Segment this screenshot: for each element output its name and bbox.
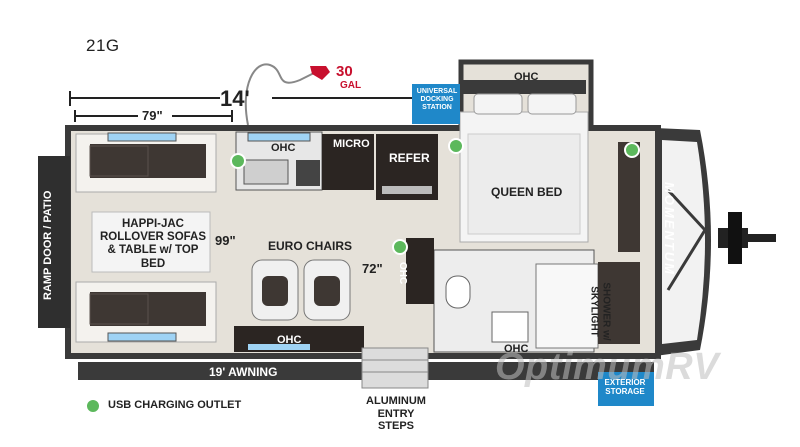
stove — [296, 160, 320, 186]
euro-chairs — [251, 259, 351, 321]
gas-unit: GAL — [340, 80, 362, 91]
usb-legend-icon — [85, 398, 101, 414]
usb-outlets — [230, 138, 640, 255]
gas-amount: 30 — [336, 63, 353, 80]
ohc-vertical-label: OHC — [397, 262, 408, 285]
awning-label: 19' AWNING — [209, 365, 278, 379]
bath-sink — [491, 311, 529, 343]
awning-bar — [78, 362, 420, 380]
gas-hose — [244, 63, 317, 126]
ohc-bottom-label: OHC — [277, 334, 302, 346]
refer-label: REFER — [389, 151, 430, 165]
ramp-door-label: RAMP DOOR / PATIO — [42, 190, 54, 300]
interior-width: 99" — [215, 233, 236, 248]
sofa-table — [91, 211, 211, 273]
watermark-logo: OptimumRV — [495, 346, 720, 388]
shower-label: SHOWER w/ SKYLIGHT — [589, 282, 612, 341]
exterior-storage-tag — [598, 372, 654, 406]
docking-station-tag — [412, 84, 460, 124]
microwave — [322, 134, 374, 190]
queen-bed-label: QUEEN BED — [491, 185, 563, 199]
front-cabinet — [618, 142, 640, 252]
overall-length: 14' — [220, 86, 250, 111]
usb-legend-label: USB CHARGING OUTLET — [108, 399, 242, 411]
sink — [243, 159, 289, 185]
doorway-width: 72" — [362, 261, 383, 276]
gas-nozzle-icon — [310, 66, 330, 80]
ohc-kitchen-label: OHC — [271, 142, 296, 154]
ohc-bath-label: OHC — [504, 343, 529, 355]
toilet — [445, 275, 471, 309]
entry-steps — [361, 347, 429, 389]
model-number: 21G — [86, 36, 120, 55]
sofa-label: HAPPI-JAC ROLLOVER SOFAS & TABLE w/ TOP … — [99, 218, 207, 270]
ohc-bed-label: OHC — [514, 71, 539, 83]
center-cabinet — [406, 238, 434, 304]
entry-steps-label: ALUMINUM ENTRY STEPS — [366, 395, 426, 433]
docking-station-label: UNIVERSAL DOCKING STATION — [416, 88, 458, 112]
ramp-door — [38, 156, 70, 328]
front-width: 79" — [142, 108, 163, 123]
awning-bar-right — [424, 362, 654, 380]
side-brand-logo: MOMENTUM — [662, 182, 677, 276]
micro-label: MICRO — [333, 138, 370, 150]
exterior-storage-label: EXTERIOR STORAGE — [604, 378, 646, 397]
euro-chairs-label: EURO CHAIRS — [268, 239, 353, 253]
